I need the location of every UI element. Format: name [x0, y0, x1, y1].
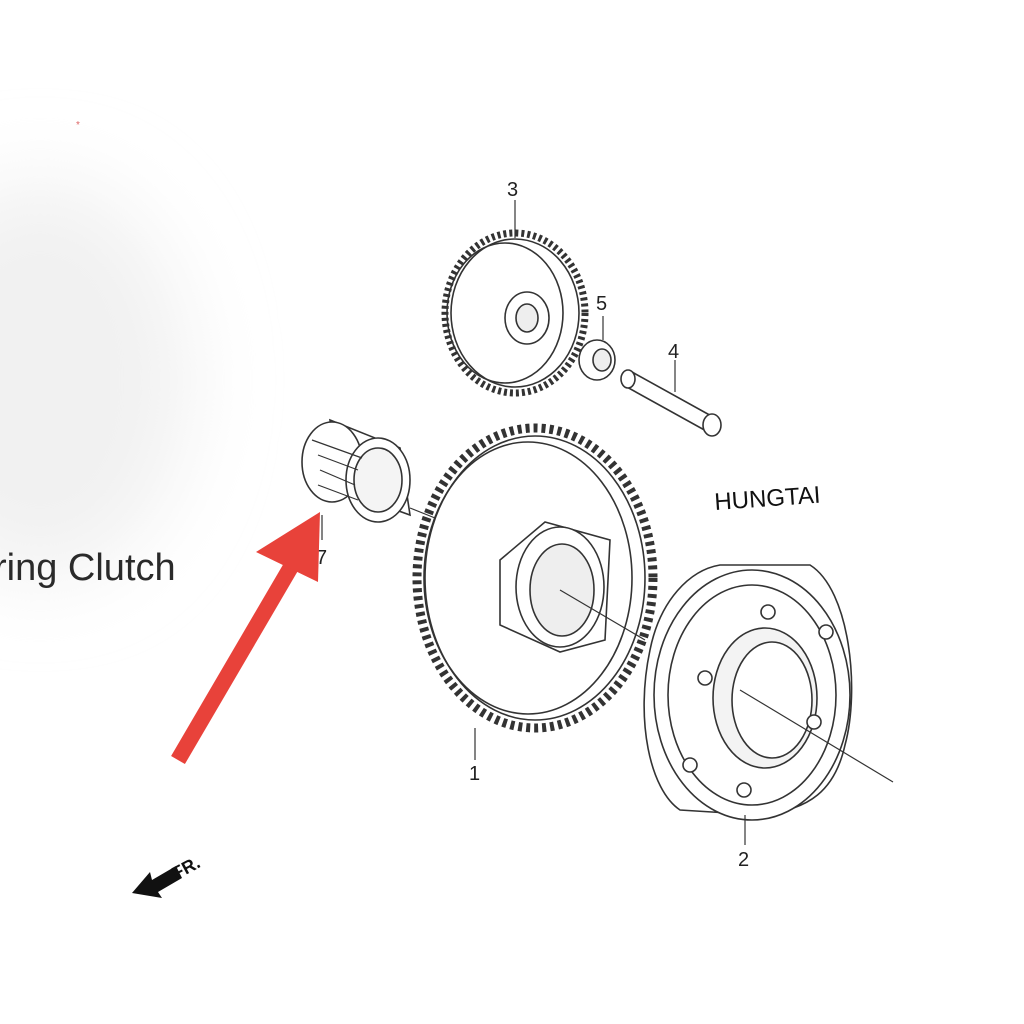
- highlight-arrow: [171, 512, 320, 765]
- idle-gear: [441, 229, 589, 397]
- brand-label: HUNGTAI: [714, 482, 822, 516]
- leader-line-1-axis: [559, 589, 646, 641]
- part-caption: ring Clutch: [0, 547, 176, 589]
- part-number-1: 1: [469, 763, 480, 785]
- background-shadow: [0, 180, 190, 580]
- part-number-5: 5: [596, 293, 607, 315]
- part-number-2: 2: [738, 849, 749, 871]
- front-direction-marker: FR.: [132, 852, 203, 898]
- one-way-clutch: [643, 564, 853, 821]
- needle-bearing: [301, 418, 411, 523]
- leader-line-2-axis: [739, 689, 894, 783]
- idle-gear-bushing: [578, 339, 616, 381]
- driven-gear: [412, 423, 658, 733]
- idle-gear-shaft: [620, 369, 722, 437]
- part-number-4: 4: [668, 341, 679, 363]
- front-arrow-icon: [132, 866, 182, 898]
- stray-mark: *: [76, 120, 80, 131]
- part-number-7: 7: [316, 547, 327, 569]
- part-number-3: 3: [507, 179, 518, 201]
